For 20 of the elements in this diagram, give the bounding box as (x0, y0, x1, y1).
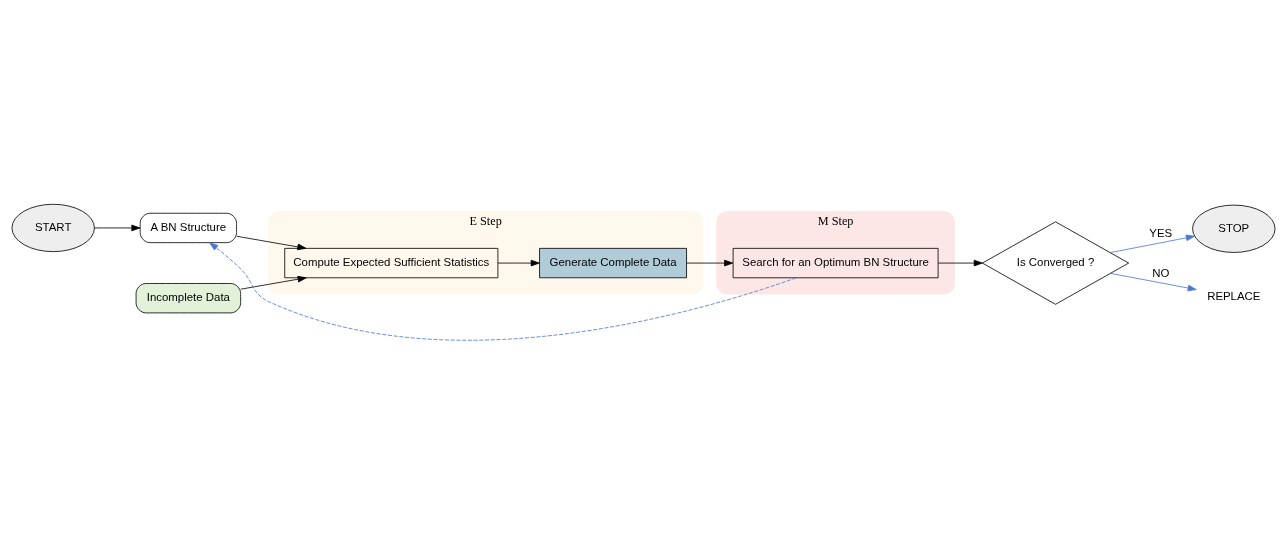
arrow (937, 259, 983, 267)
arrow (236, 235, 307, 251)
node-box: Generate Complete Data (539, 247, 687, 279)
node-box: A BN Structure (139, 212, 237, 244)
arrow (209, 242, 797, 341)
arrow (94, 224, 141, 232)
arrow (1110, 272, 1197, 292)
node-diamond: Is Converged ? (982, 221, 1130, 305)
node-box: Compute Expected Sufficient Statistics (284, 247, 499, 279)
node-ellipse: START (11, 203, 95, 253)
node-box: Search for an Optimum BN Structure (732, 247, 939, 279)
arrow (497, 259, 540, 267)
edge-label: NO (1152, 267, 1170, 280)
arrow (240, 275, 307, 290)
arrow (686, 259, 734, 267)
node-box: Incomplete Data (135, 283, 242, 314)
edge-label: YES (1149, 227, 1173, 240)
arrow (1109, 234, 1195, 253)
node-ellipse: STOP (1192, 204, 1276, 253)
node-text: REPLACE (1207, 289, 1261, 302)
